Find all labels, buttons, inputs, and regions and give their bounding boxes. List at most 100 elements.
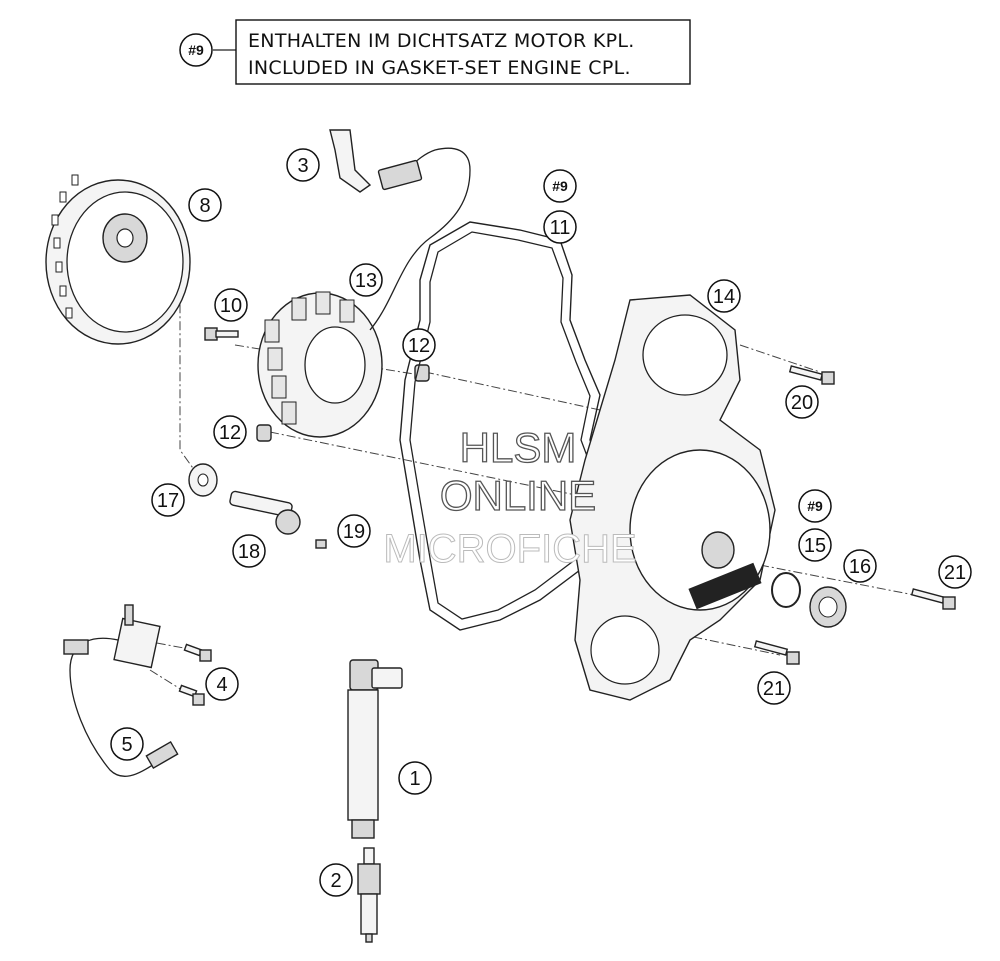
- watermark-line2: ONLINE: [440, 472, 596, 519]
- rotor-magnet: [59, 285, 67, 297]
- rotor-magnet: [51, 214, 59, 226]
- note-tag-circle: [179, 33, 213, 67]
- rotor-magnet: [53, 237, 61, 249]
- svg-text:1: 1: [409, 768, 420, 790]
- cover-top-cap: [642, 314, 728, 396]
- screw-19: [315, 539, 327, 549]
- callout-19: 19: [337, 514, 371, 548]
- plug-16-center: [818, 596, 838, 618]
- shaft-18-gear: [275, 509, 301, 535]
- assembly-line-plug: [759, 564, 941, 601]
- note-tag: #9: [188, 42, 204, 58]
- plug-insulator: [357, 863, 381, 895]
- stator-center: [304, 326, 366, 404]
- svg-text:19: 19: [343, 521, 365, 543]
- coil-boot: [351, 819, 375, 839]
- assembly-line-bushing-low: [269, 431, 601, 501]
- cover-main-face: [629, 449, 771, 611]
- bolt-10-head: [204, 327, 218, 341]
- ignition-cover-14: [569, 294, 776, 701]
- o-ring-15: [771, 572, 801, 608]
- svg-text:5: 5: [121, 734, 132, 756]
- callout-21-lower: 21: [757, 671, 791, 705]
- cover-lower-boss: [590, 615, 660, 685]
- svg-text:21: 21: [944, 562, 966, 584]
- stator: [257, 147, 471, 438]
- bolt-20-shaft: [788, 365, 824, 381]
- svg-text:15: 15: [804, 535, 826, 557]
- callout-16: 16: [843, 549, 877, 583]
- bolt-20-head: [821, 371, 835, 385]
- svg-text:10: 10: [220, 295, 242, 317]
- stator-cable: [369, 147, 471, 331]
- stator-coil: [291, 297, 307, 321]
- svg-text:13: 13: [355, 270, 377, 292]
- callout-17: 17: [151, 483, 185, 517]
- sensor-bolt-1-head: [199, 649, 212, 662]
- coil-body: [347, 689, 379, 821]
- flywheel-rotor: [45, 174, 191, 345]
- bolt-21-lower-head: [786, 651, 800, 665]
- svg-text:18: 18: [238, 541, 260, 563]
- svg-text:11: 11: [550, 217, 571, 239]
- callout-18: 18: [232, 534, 266, 568]
- watermark: HLSM ONLINE MICROFICHE: [383, 423, 637, 571]
- callout-10: 10: [214, 288, 248, 322]
- svg-text:17: 17: [157, 490, 179, 512]
- callout-20: 20: [785, 385, 819, 419]
- callout-11: 11: [543, 210, 577, 244]
- note-line-en: INCLUDED IN GASKET-SET ENGINE CPL.: [248, 57, 631, 79]
- plug-thread: [360, 893, 378, 935]
- callout-8: 8: [188, 188, 222, 222]
- callout-14: 14: [707, 279, 741, 313]
- sensor-tab: [124, 604, 134, 626]
- stator-coil: [264, 319, 280, 343]
- assembly-line-bushing-high: [424, 371, 601, 411]
- note-line-de: ENTHALTEN IM DICHTSATZ MOTOR KPL.: [248, 30, 635, 52]
- stator-coil: [271, 375, 287, 399]
- callout-3: 3: [286, 148, 320, 182]
- bushing-12-lower: [256, 424, 272, 442]
- cover-inspection-hole: [701, 531, 735, 569]
- spark-plug-2: [357, 847, 381, 943]
- callout-13: 13: [349, 263, 383, 297]
- cover-logo-badge: [688, 562, 762, 610]
- rotor-magnet: [65, 307, 73, 319]
- shaft-18: [229, 490, 301, 535]
- callout-12-upper: 12: [402, 328, 436, 362]
- svg-text:2: 2: [330, 870, 341, 892]
- note-box: [235, 19, 691, 85]
- sensor-connector: [63, 639, 89, 655]
- sensor-body: [113, 617, 161, 669]
- plug-terminal: [363, 847, 375, 865]
- svg-text:12: 12: [408, 335, 430, 357]
- gasket-set-note: #9 ENTHALTEN IM DICHTSATZ MOTOR KPL. INC…: [179, 19, 691, 85]
- stator-coil: [339, 299, 355, 323]
- washer-17-hole: [197, 473, 209, 487]
- svg-text:16: 16: [849, 556, 871, 578]
- bolt-21-lower: [753, 640, 800, 665]
- svg-text:3: 3: [297, 155, 308, 177]
- svg-text:#9: #9: [807, 498, 823, 514]
- svg-text:14: 14: [713, 286, 735, 308]
- coil-connector: [371, 667, 403, 689]
- stator-coil: [267, 347, 283, 371]
- stator-coil: [315, 291, 331, 315]
- svg-text:12: 12: [219, 422, 241, 444]
- svg-text:8: 8: [199, 195, 210, 217]
- svg-text:20: 20: [791, 392, 813, 414]
- callout-9-oring: #9: [798, 489, 832, 523]
- svg-text:21: 21: [763, 678, 785, 700]
- callouts: 1 2 3 4 5 8 #9 #9 10 11 12 12 13 14 15 1…: [110, 148, 972, 897]
- callout-9-gasket: #9: [543, 169, 577, 203]
- callout-15: 15: [798, 528, 832, 562]
- sensor-plug: [145, 740, 179, 770]
- callout-2: 2: [319, 863, 353, 897]
- gasket-11-inner: [409, 231, 605, 620]
- callout-4: 4: [205, 667, 239, 701]
- callout-21-upper: 21: [938, 555, 972, 589]
- bolt-21-upper: [910, 588, 956, 610]
- rotor-magnet: [59, 191, 67, 203]
- sensor-bolts-4: [178, 643, 212, 706]
